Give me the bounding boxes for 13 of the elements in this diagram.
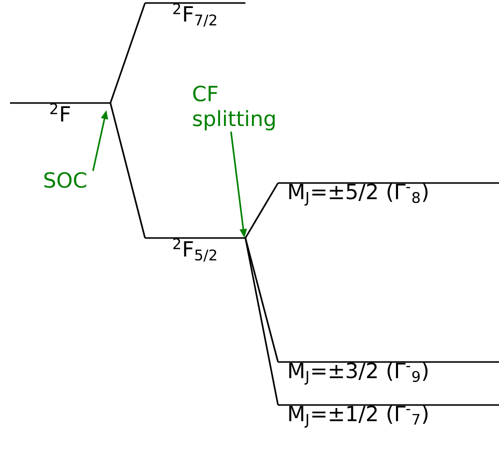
connector-line bbox=[244, 182, 279, 238]
energy-level: M$_{J}$=±5/2 (Γ$^{-}$$_{8}$) bbox=[278, 182, 499, 206]
energy-level: M$_{J}$=±1/2 (Γ$^{-}$$_{7}$) bbox=[278, 404, 499, 428]
annotation-label: CF splitting bbox=[193, 86, 275, 130]
energy-level: $^{2}$F$_{7/2}$ bbox=[145, 2, 246, 27]
energy-level: $^{2}$F$_{5/2}$ bbox=[145, 237, 246, 262]
annotation-label: SOC bbox=[44, 172, 86, 188]
connector-line bbox=[110, 102, 146, 238]
energy-level: $^{2}$F bbox=[10, 102, 110, 122]
connector-line bbox=[244, 238, 279, 362]
connector-line bbox=[244, 238, 279, 406]
connector-line bbox=[110, 2, 146, 104]
energy-level: M$_{J}$=±3/2 (Γ$^{-}$$_{9}$) bbox=[278, 361, 499, 385]
